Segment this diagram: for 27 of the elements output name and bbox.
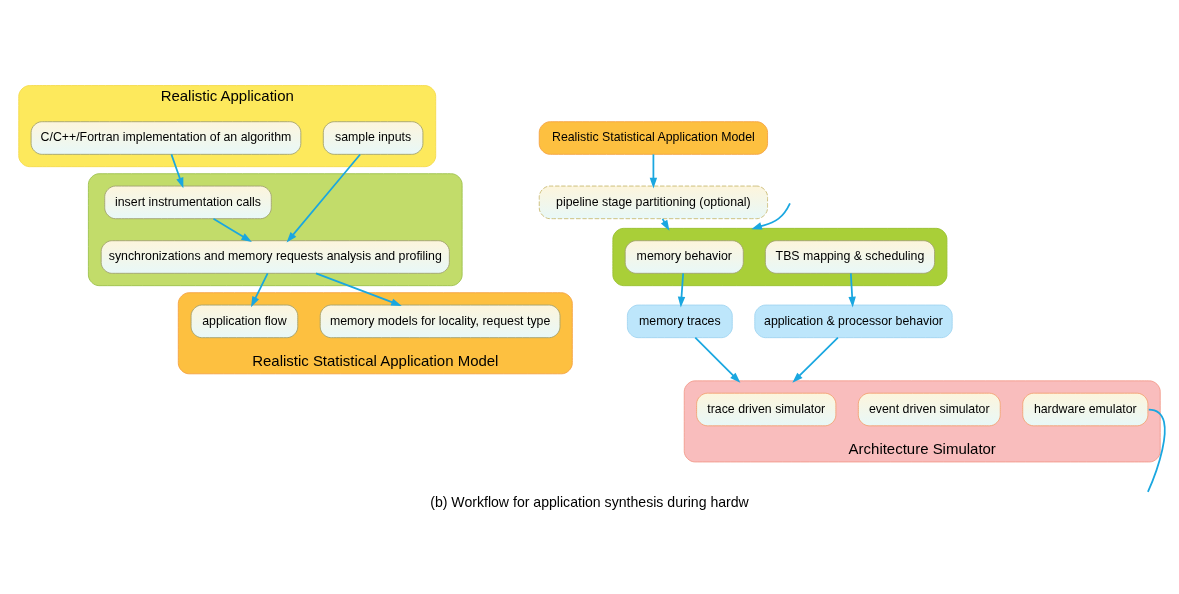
node-box: pipeline stage partitioning (optional) (538, 185, 768, 220)
node-box: sample inputs (322, 121, 424, 155)
caption: (b) Workflow for application synthesis during hardw (430, 494, 749, 511)
arrow (649, 153, 658, 189)
node-box: memory models for locality, request type (319, 304, 561, 339)
arrow (751, 202, 791, 230)
node-box: insert instrumentation calls (104, 185, 272, 220)
arrow (792, 336, 839, 383)
node-box: trace driven simulator (696, 392, 837, 427)
node-box: application & processor behavior (754, 304, 953, 339)
arrow (212, 217, 252, 242)
arrow (848, 272, 856, 308)
node-box: TBS mapping & scheduling (764, 240, 936, 274)
node-box: application flow (190, 304, 299, 339)
cluster (612, 227, 948, 287)
node-box: event driven simulator (857, 392, 1001, 427)
arrow (677, 272, 686, 308)
node-box: memory traces (626, 304, 733, 339)
node-box: C/C++/Fortran implementation of an algorithm (30, 121, 302, 155)
arrow (170, 153, 184, 189)
node-box: memory behavior (624, 240, 744, 274)
node-box: hardware emulator (1022, 392, 1149, 427)
node-box: synchronizations and memory requests analysis and profiling (100, 240, 450, 274)
node-box: Realistic Statistical Application Model (538, 121, 768, 155)
arrow (251, 272, 269, 308)
arrow (694, 336, 741, 383)
cluster (87, 173, 463, 287)
